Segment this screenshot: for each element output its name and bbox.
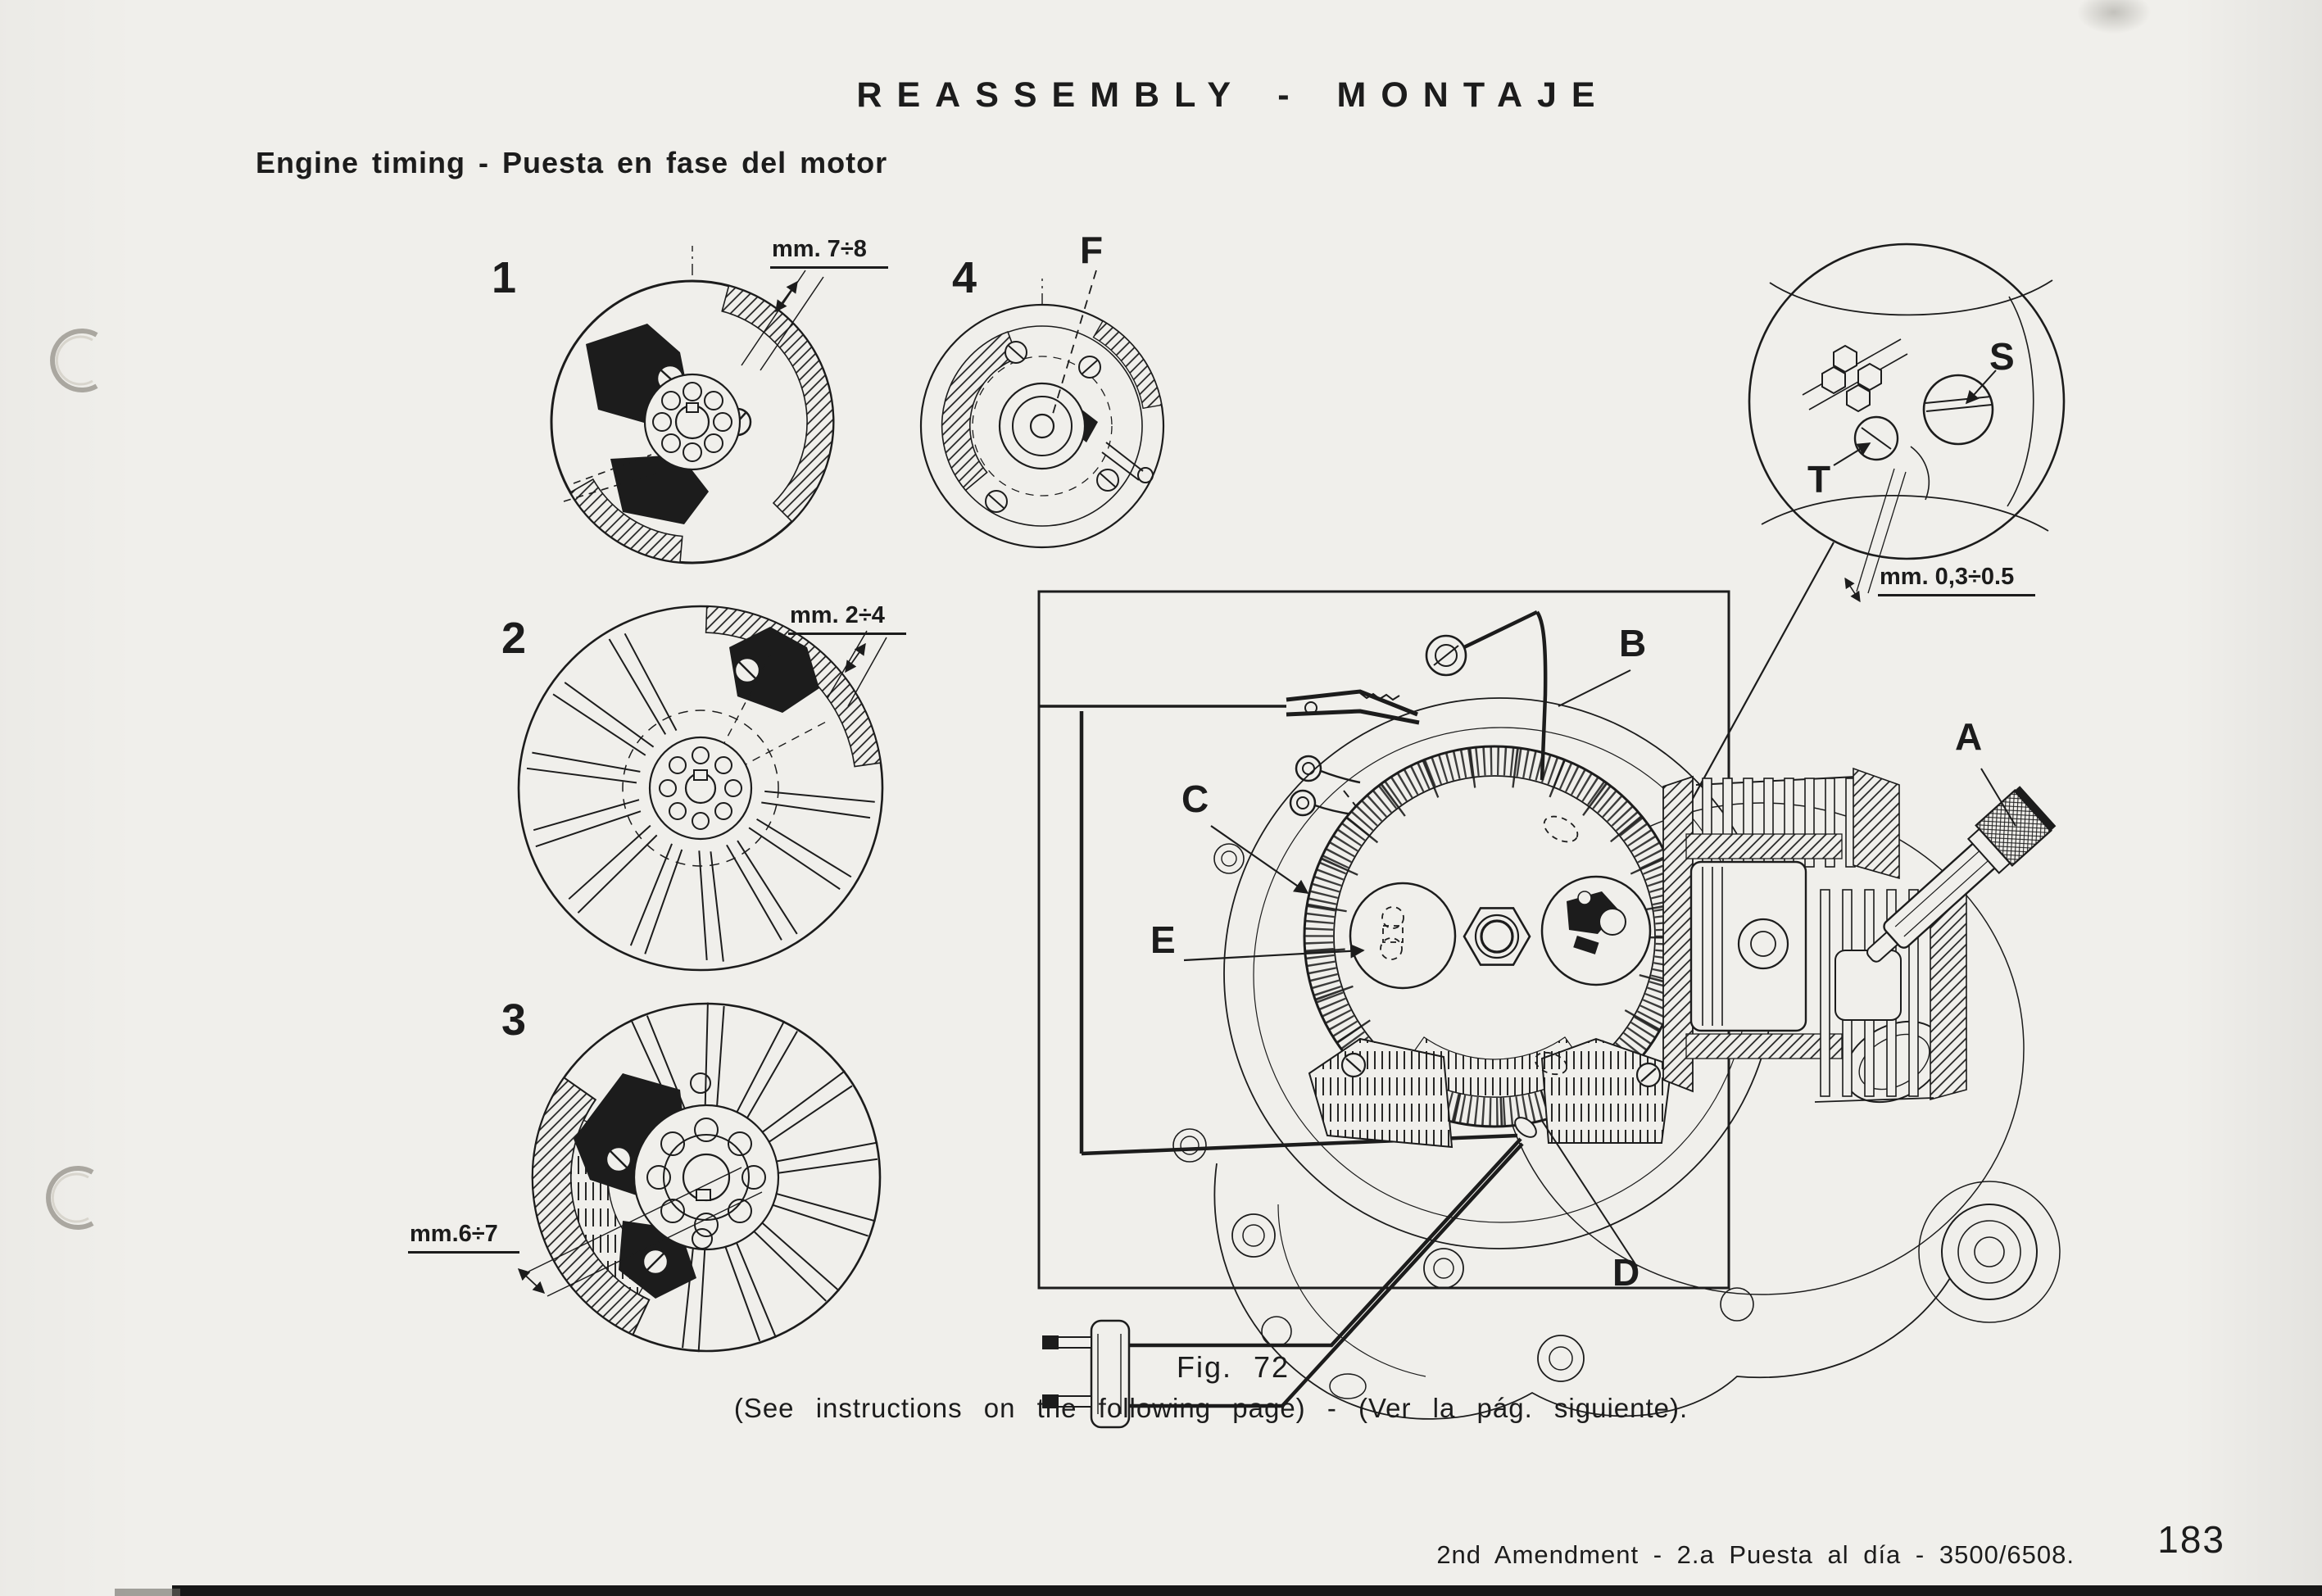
flywheel-2-drawing <box>517 605 887 972</box>
page-title: REASSEMBLY - MONTAJE <box>856 75 1610 115</box>
two-pin-plug-icon <box>1042 1319 1131 1429</box>
part-label-s: S <box>1989 335 2015 378</box>
diagram-4-number: 4 <box>952 253 977 302</box>
part-label-a: A <box>1955 715 1983 758</box>
alligator-clip-icon <box>1039 689 1420 725</box>
diagram-3-number: 3 <box>501 995 527 1045</box>
label-leaders <box>1183 669 2016 1267</box>
pointer-rod <box>1425 610 1548 781</box>
part-label-f: F <box>1080 229 1104 271</box>
dimension-label-2: mm. 2÷4 <box>788 602 906 635</box>
dimension-label-1: mm. 7÷8 <box>770 236 888 269</box>
hole-punch-mark <box>50 329 98 392</box>
diagram-1-number: 1 <box>492 253 517 302</box>
degree-wheel <box>1303 745 1686 1149</box>
diagram-2-number: 2 <box>501 614 527 663</box>
test-lead-wires <box>1079 711 1524 1408</box>
part-label-t: T <box>1807 458 1831 501</box>
page-number: 183 <box>2157 1518 2225 1561</box>
section-title: Engine timing - Puesta en fase del motor <box>256 146 888 179</box>
flywheel-3-drawing <box>517 1001 882 1353</box>
timing-window-left <box>1349 882 1457 990</box>
dimension-label-inset: mm. 0,3÷0.5 <box>1878 564 2036 596</box>
part-label-e: E <box>1150 918 1176 961</box>
main-engine-drawing <box>1037 590 2061 1429</box>
flywheel-1-drawing <box>550 246 835 564</box>
dimension-label-3: mm.6÷7 <box>408 1221 519 1254</box>
part-label-c: C <box>1181 778 1209 820</box>
figure-caption: Fig. 72 <box>1176 1350 1290 1384</box>
stator-4-drawing <box>919 270 1165 549</box>
part-label-b: B <box>1619 622 1647 664</box>
page-bottom-scan-edge <box>0 1581 2322 1596</box>
amendment-note: 2nd Amendment - 2.a Puesta al día - 3500… <box>1436 1540 2075 1569</box>
cylinder-piston <box>1662 767 1967 1103</box>
scan-smudge <box>2065 0 2163 41</box>
hole-punch-mark <box>46 1166 94 1230</box>
dial-gauge-adapter <box>1866 786 2057 963</box>
part-label-d: D <box>1612 1251 1640 1294</box>
figure-note: (See instructions on the following page)… <box>733 1393 1689 1423</box>
